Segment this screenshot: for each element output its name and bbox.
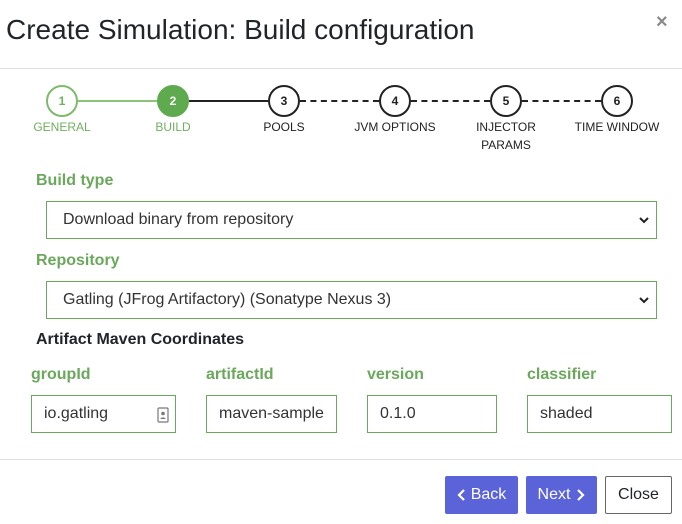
step-label-jvm-options: JVM OPTIONS: [354, 120, 436, 134]
contact-card-icon[interactable]: [157, 407, 169, 423]
chevron-right-icon: [577, 489, 586, 501]
artifactid-input[interactable]: maven-sample: [206, 395, 337, 433]
step-circle-build[interactable]: 2: [157, 85, 189, 117]
step-label-injector-params: INJECTOR PARAMS: [476, 120, 536, 152]
step-label-build: BUILD: [155, 120, 191, 134]
close-icon[interactable]: ×: [656, 11, 668, 33]
step-connector-1: [78, 100, 157, 102]
classifier-label: classifier: [527, 366, 597, 383]
step-circle-pools[interactable]: 3: [268, 85, 300, 117]
groupid-input[interactable]: io.gatling: [31, 395, 176, 433]
step-label-time-window: TIME WINDOW: [574, 120, 660, 134]
close-button[interactable]: Close: [605, 476, 672, 514]
footer-divider: [0, 459, 682, 460]
coordinates-heading: Artifact Maven Coordinates: [36, 331, 245, 348]
groupid-label: groupId: [31, 366, 91, 383]
chevron-down-icon: [639, 217, 649, 224]
repository-value: Gatling (JFrog Artifactory) (Sonatype Ne…: [63, 291, 392, 308]
step-circle-general[interactable]: 1: [46, 85, 78, 117]
artifactid-value: maven-sample: [219, 405, 324, 422]
next-label: Next: [537, 486, 571, 503]
version-label: version: [367, 366, 424, 383]
header-divider: [0, 68, 682, 69]
step-connector-3: [300, 100, 379, 102]
version-input[interactable]: 0.1.0: [367, 395, 497, 433]
chevron-down-icon: [639, 297, 649, 304]
step-label-pools: POOLS: [263, 120, 305, 134]
repository-select[interactable]: Gatling (JFrog Artifactory) (Sonatype Ne…: [46, 281, 657, 319]
step-connector-5: [522, 100, 601, 102]
chevron-left-icon: [457, 489, 465, 501]
classifier-input[interactable]: shaded: [527, 395, 672, 433]
back-label: Back: [470, 486, 507, 503]
step-connector-4: [411, 100, 490, 102]
step-connector-2: [189, 100, 268, 102]
build-type-select[interactable]: Download binary from repository: [46, 201, 657, 239]
groupid-value: io.gatling: [44, 405, 109, 422]
version-value: 0.1.0: [380, 405, 416, 422]
next-button[interactable]: Next: [526, 476, 597, 514]
back-button[interactable]: Back: [445, 476, 518, 514]
classifier-value: shaded: [540, 405, 593, 422]
close-label: Close: [618, 486, 659, 503]
step-circle-jvm-options[interactable]: 4: [379, 85, 411, 117]
step-label-general: GENERAL: [33, 120, 91, 134]
build-type-value: Download binary from repository: [63, 211, 294, 228]
build-type-label: Build type: [36, 172, 114, 189]
step-circle-injector-params[interactable]: 5: [490, 85, 522, 117]
step-circle-time-window[interactable]: 6: [601, 85, 633, 117]
repository-label: Repository: [36, 252, 120, 269]
modal-title: Create Simulation: Build configuration: [6, 14, 475, 45]
artifactid-label: artifactId: [206, 366, 274, 383]
